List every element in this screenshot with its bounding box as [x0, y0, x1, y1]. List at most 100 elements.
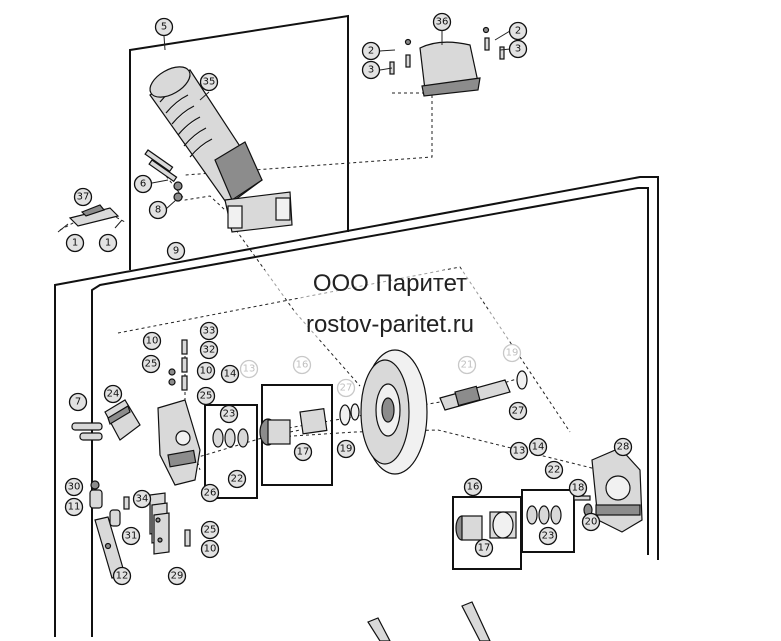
pins-7: [71, 422, 103, 441]
callout-3: 3: [508, 39, 528, 59]
svg-text:32: 32: [203, 345, 216, 356]
callout-3: 3: [361, 60, 381, 80]
cover-plate: [389, 26, 505, 97]
svg-text:22: 22: [231, 474, 244, 485]
callout-16: 16: [292, 355, 312, 375]
svg-text:17: 17: [297, 447, 310, 458]
spacers-left: [339, 403, 360, 426]
svg-text:24: 24: [107, 389, 120, 400]
callout-21: 21: [457, 355, 477, 375]
callout-22: 22: [544, 460, 564, 480]
wheel-group-frame: [117, 266, 571, 433]
callout-10: 10: [200, 539, 220, 559]
inner-group-frame: [91, 187, 649, 637]
callout-7: 7: [68, 392, 88, 412]
seal-group-frame-right: [521, 489, 575, 553]
svg-text:20: 20: [585, 517, 598, 528]
callout-23: 23: [219, 404, 239, 424]
svg-text:25: 25: [145, 359, 158, 370]
svg-text:2: 2: [368, 46, 374, 57]
callout-8: 8: [148, 200, 168, 220]
bottom-stubs: [367, 601, 491, 641]
callout-29: 29: [167, 566, 187, 586]
callout-6: 6: [133, 174, 153, 194]
svg-text:11: 11: [68, 502, 81, 513]
callout-28: 28: [613, 437, 633, 457]
callout-18: 18: [568, 478, 588, 498]
callout-27: 27: [508, 401, 528, 421]
svg-text:29: 29: [171, 571, 184, 582]
svg-text:25: 25: [204, 525, 217, 536]
leader-lower: [194, 429, 601, 471]
hub-left: [259, 407, 328, 446]
callout-12: 12: [112, 566, 132, 586]
svg-text:18: 18: [572, 483, 585, 494]
leader-6-8: [154, 161, 226, 211]
svg-text:16: 16: [296, 360, 309, 371]
callout-10: 10: [142, 331, 162, 351]
callout-16: 16: [463, 477, 483, 497]
callout-2: 2: [508, 21, 528, 41]
svg-text:1: 1: [72, 238, 78, 249]
svg-text:10: 10: [204, 544, 217, 555]
svg-text:14: 14: [532, 442, 545, 453]
svg-text:36: 36: [436, 17, 449, 28]
seal-set-left: [212, 428, 249, 448]
svg-text:33: 33: [203, 326, 216, 337]
svg-text:13: 13: [513, 446, 526, 457]
bracket-28: [591, 447, 643, 533]
svg-text:7: 7: [75, 397, 81, 408]
shims-29-34: [149, 492, 191, 555]
svg-text:23: 23: [223, 409, 236, 420]
svg-text:8: 8: [155, 205, 161, 216]
callout-24: 24: [103, 384, 123, 404]
spring-bracket: [224, 191, 293, 233]
leader-37: [59, 213, 126, 231]
callout-30: 30: [64, 477, 84, 497]
svg-text:30: 30: [68, 482, 81, 493]
svg-text:22: 22: [548, 465, 561, 476]
svg-text:3: 3: [515, 44, 521, 55]
callout-leaders: [151, 30, 511, 210]
svg-text:16: 16: [467, 482, 480, 493]
callout-17: 17: [474, 538, 494, 558]
svg-text:1: 1: [105, 238, 111, 249]
callout-1: 1: [65, 233, 85, 253]
svg-text:17: 17: [478, 543, 491, 554]
bolts-column: [168, 339, 188, 391]
svg-text:14: 14: [224, 369, 237, 380]
watermark-site: rostov-paritet.ru: [250, 311, 530, 339]
callout-26: 26: [200, 483, 220, 503]
svg-text:5: 5: [161, 22, 167, 33]
svg-text:26: 26: [204, 488, 217, 499]
callout-14: 14: [220, 364, 240, 384]
callout-5: 5: [154, 17, 174, 37]
svg-text:9: 9: [173, 246, 179, 257]
fasteners-18-20: [573, 495, 593, 517]
svg-text:35: 35: [203, 77, 216, 88]
callout-25: 25: [196, 386, 216, 406]
callout-13: 13: [509, 441, 529, 461]
callout-1: 1: [98, 233, 118, 253]
callout-33: 33: [199, 321, 219, 341]
callout-36: 36: [432, 12, 452, 32]
svg-text:3: 3: [368, 65, 374, 76]
svg-text:31: 31: [125, 531, 138, 542]
callout-14: 14: [528, 437, 548, 457]
svg-text:27: 27: [340, 383, 353, 394]
callout-32: 32: [199, 340, 219, 360]
svg-text:6: 6: [140, 179, 146, 190]
leader-36-to-35: [184, 92, 433, 176]
callout-37: 37: [73, 187, 93, 207]
callout-19: 19: [336, 439, 356, 459]
callout-20: 20: [581, 512, 601, 532]
callout-35: 35: [199, 72, 219, 92]
callout-31: 31: [121, 526, 141, 546]
axle-shaft: [439, 370, 528, 411]
svg-text:13: 13: [243, 364, 256, 375]
seal-set-right: [526, 505, 562, 525]
yoke-26: [157, 399, 201, 486]
callout-25: 25: [141, 354, 161, 374]
callout-2: 2: [361, 41, 381, 61]
